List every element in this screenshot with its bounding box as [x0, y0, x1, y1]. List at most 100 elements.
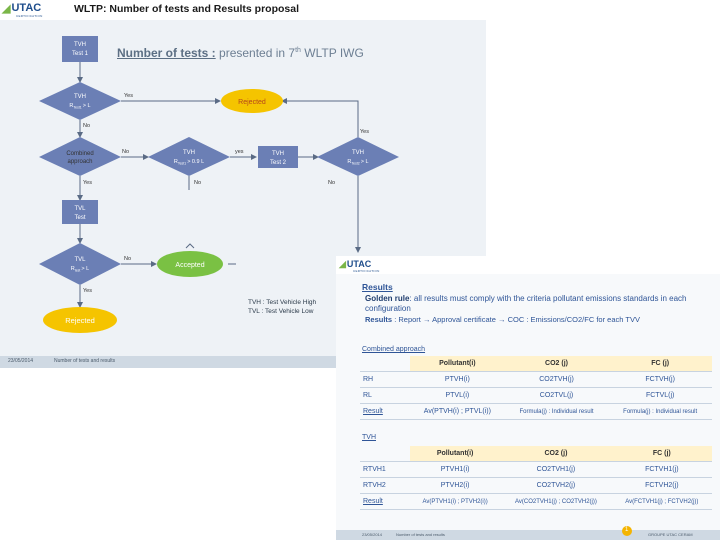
table-row: RTVH1 PTVH1(i) CO2TVH1(j) FCTVH1(j): [360, 461, 712, 478]
utac-logo-mark-icon: ◢: [2, 2, 11, 15]
terminal-rejected-bottom-label: Rejected: [65, 316, 95, 325]
table-header-cell: Pollutant(i): [410, 446, 501, 462]
diamond5-yes-label: Yes: [83, 288, 92, 294]
utac-logo-slide2-mark-icon: ◢: [339, 258, 346, 269]
diamond-tvl-rtest-gt-l: [39, 243, 121, 285]
table-cell: CO2TVL(j): [504, 387, 609, 404]
definition-tvh: TVH : Test Vehicle High: [248, 299, 317, 306]
table-cell: FCTVH2(j): [611, 477, 712, 494]
page-number-badge: 1: [622, 526, 632, 536]
table-cell: PTVL(i): [410, 387, 505, 404]
terminal-rejected-top-label: Rejected: [238, 99, 266, 106]
table-header-cell: CO2 (j): [504, 356, 609, 372]
diamond5-end: > L: [81, 266, 89, 272]
diamond2-line1: Combined: [66, 151, 93, 157]
terminal-accepted: [157, 251, 223, 277]
box-tvl-test: [62, 200, 98, 224]
diamond1-yes-label: Yes: [124, 93, 133, 99]
terminal-rejected-top: [221, 89, 283, 113]
diamond3-yes-label: yes: [235, 149, 244, 155]
table-row: Result Av(PTVH1(i) ; PTVH2(i)) Av(CO2TVH…: [360, 493, 712, 510]
table-header-cell: FC (j): [608, 356, 712, 372]
table-cell: RTVH1: [360, 461, 410, 478]
diamond-tvh-rtest1-gt-l: [39, 82, 121, 120]
diamond1-line2: RTest1> L: [69, 103, 90, 110]
slide1-footer-date: 23/05/2014: [8, 358, 34, 364]
table-cell: Formula(j) : Individual result: [608, 403, 712, 420]
golden-rule-text: : all results must comply with the crite…: [365, 294, 687, 313]
table-cell: PTVH(i): [410, 371, 505, 388]
diamond5-line1: TVL: [74, 257, 86, 263]
connector-accepted-top: [185, 243, 195, 249]
utac-logo-slide2-text: UTAC: [346, 259, 372, 269]
table-cell: CO2TVH(j): [504, 371, 609, 388]
diamond5-line2: Rtest> L: [71, 266, 89, 273]
table-cell: CO2TVH2(j): [500, 477, 612, 494]
table-header-row: Pollutant(i) CO2 (j) FC (j): [360, 356, 712, 372]
flowchart: TVH Test 1 TVH RTest1> L Yes No Rejected…: [39, 36, 399, 333]
slide1-footer-title: Number of tests and results: [54, 358, 116, 364]
slide2-footer: 23/05/2014 Number of tests and results G…: [336, 530, 720, 540]
slide1-header: [0, 0, 486, 20]
table-cell: Formula(j) : Individual result: [504, 403, 609, 420]
diamond1-sub: Test1: [73, 106, 81, 110]
diamond1-end: > L: [83, 103, 91, 109]
diamond4-r: R: [347, 159, 351, 165]
utac-logo-text: UTAC: [11, 2, 42, 14]
results-line-label: Results: [365, 315, 393, 324]
diamond-combined-approach: [39, 137, 121, 176]
diamond3-r: R: [174, 159, 178, 165]
table-cell: RL: [360, 387, 410, 404]
box-tvh-test1-line2: Test 1: [72, 51, 89, 57]
diamond4-end: > L: [361, 159, 369, 165]
slide1-title: WLTP: Number of tests and Results propos…: [74, 3, 299, 15]
diamond2-yes-label: Yes: [83, 180, 92, 186]
table-header-cell: Pollutant(i): [410, 356, 505, 372]
table-cell: Result: [360, 493, 410, 510]
table-header-cell: FC (j): [611, 446, 712, 462]
number-of-tests-sup: th: [295, 47, 301, 54]
diamond1-line1: TVH: [74, 94, 86, 100]
terminal-accepted-label: Accepted: [175, 262, 204, 269]
table-cell: FCTVH(j): [608, 371, 712, 388]
diamond5-no-label: No: [124, 256, 131, 262]
diamond3-no-label: No: [194, 180, 201, 186]
combined-approach-table: Pollutant(i) CO2 (j) FC (j) RH PTVH(i) C…: [360, 356, 712, 420]
connector-d4-rejected: [281, 98, 359, 137]
table-cell: CO2TVH1(j): [500, 461, 612, 478]
tvh-title: TVH: [362, 434, 376, 441]
diamond-tvh-rtest2-gt-l: [317, 137, 399, 176]
slide-results: ◢ UTAC CERTIFICATION Results Golden rule…: [336, 256, 720, 540]
number-of-tests-heading: Number of tests : presented in 7th WLTP …: [117, 46, 364, 60]
slide2-footer-right: GROUPE UTAC CERAM: [648, 532, 693, 537]
golden-rule: Golden rule: all results must comply wit…: [365, 294, 715, 314]
utac-logo-slide2-subtitle: CERTIFICATION: [353, 269, 380, 273]
golden-rule-label: Golden rule: [365, 294, 410, 303]
diamond5-r: R: [71, 266, 75, 272]
diamond4-no-label: No: [328, 180, 335, 186]
number-of-tests-text2: WLTP IWG: [300, 46, 364, 60]
table-row: RH PTVH(i) CO2TVH(j) FCTVH(j): [360, 371, 712, 388]
box-tvh-test2-line1: TVH: [272, 151, 284, 157]
number-of-tests-text: presented in 7: [219, 46, 296, 60]
table-cell: Av(PTVH1(i) ; PTVH2(i)): [410, 493, 501, 510]
diamond3-end: > 0.9 L: [187, 159, 204, 165]
box-tvl-test-line1: TVL: [74, 206, 86, 212]
table-cell: Av(FCTVH1(j) ; FCTVH2(j)): [611, 493, 712, 510]
diamond-tvh-rtest1-gt-09l: [148, 137, 230, 176]
diamond2-no-label: No: [122, 149, 129, 155]
slide-flowchart: ◢ UTAC CERTIFICATION WLTP: Number of tes…: [0, 0, 486, 368]
table-cell: PTVH1(i): [410, 461, 501, 478]
diamond4-sub: Test2: [351, 162, 359, 166]
page-number: 1: [625, 527, 629, 533]
table-header-cell: [360, 356, 410, 372]
table-header-cell: [360, 446, 410, 462]
combined-approach-title: Combined approach: [362, 346, 426, 353]
diamond4-yes-label: Yes: [360, 129, 369, 135]
terminal-rejected-bottom: [43, 307, 117, 333]
diamond3-line2: RTest1> 0.9 L: [174, 159, 204, 166]
table-cell: Av(CO2TVH1(j) ; CO2TVH2(j)): [500, 493, 612, 510]
utac-logo-slide2: ◢ UTAC CERTIFICATION: [339, 258, 379, 274]
table-header-cell: CO2 (j): [500, 446, 612, 462]
diamond3-sub: Test1: [178, 162, 186, 166]
